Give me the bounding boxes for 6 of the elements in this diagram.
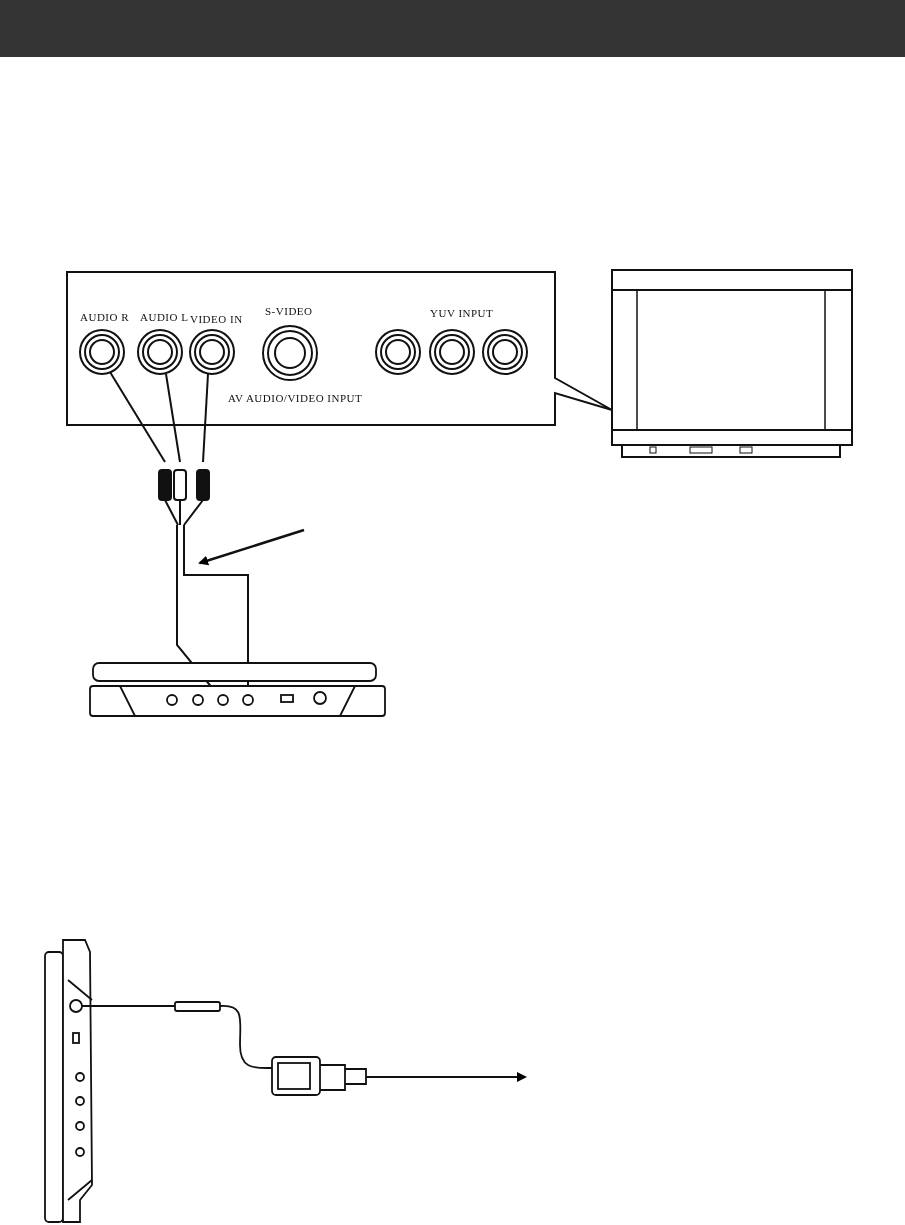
jack-label: AUDIO L [140,311,189,324]
jack-label: VIDEO IN [190,313,243,326]
jack-label: AUDIO R [80,311,130,324]
jack-label: AV AUDIO/VIDEO INPUT [228,392,363,405]
jack-label: S-VIDEO [265,305,313,318]
jack-label: YUV INPUT [430,307,494,320]
